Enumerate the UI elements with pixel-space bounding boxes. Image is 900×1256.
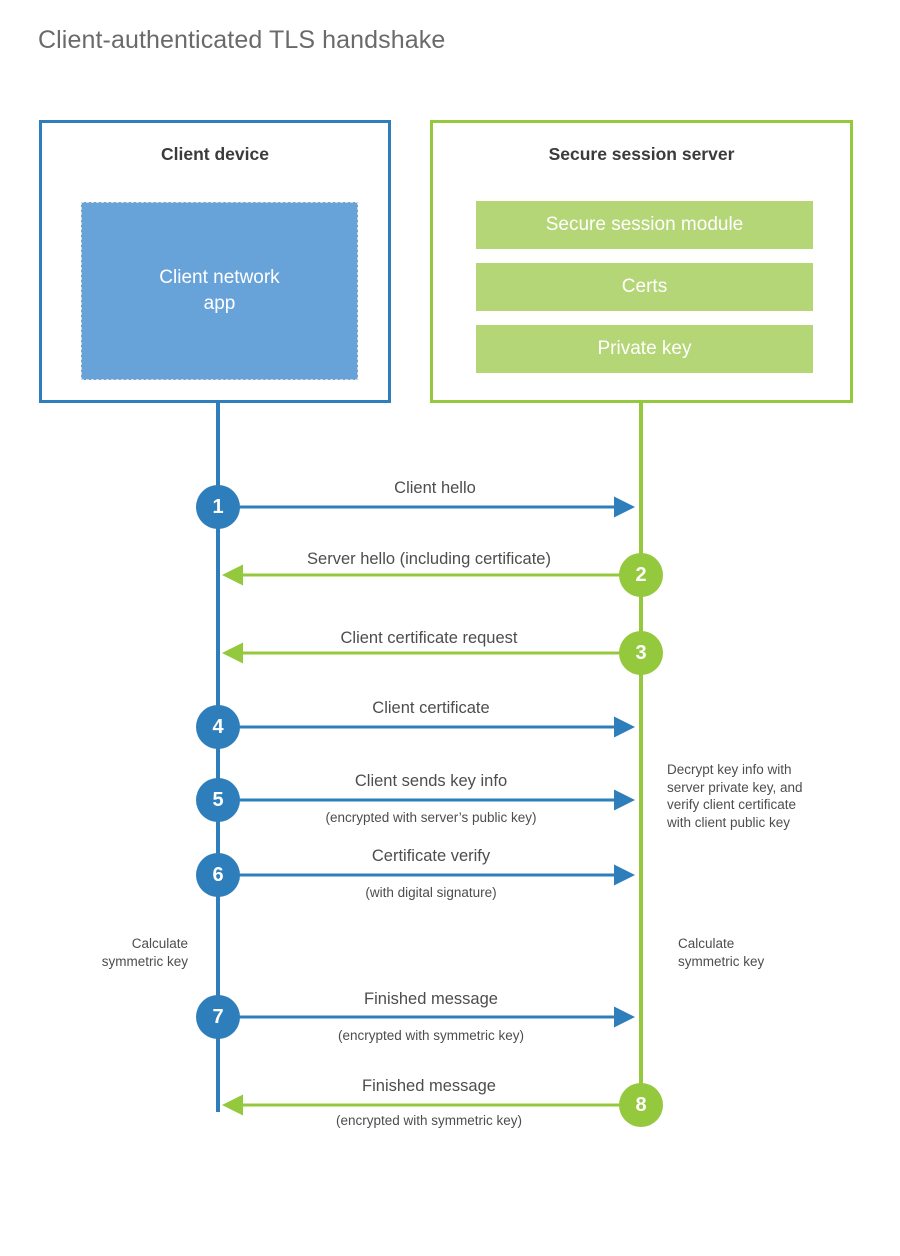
message-label-4: Client certificate — [372, 699, 490, 717]
server-lifeline — [639, 403, 643, 1106]
page-title: Client-authenticated TLS handshake — [38, 26, 446, 54]
step-badge-1[interactable]: 1 — [196, 485, 240, 529]
client-device-box: Client device Client network app — [39, 120, 391, 403]
step-badge-4[interactable]: 4 — [196, 705, 240, 749]
server-component-certs: Certs — [476, 263, 813, 311]
message-sublabel-8: (encrypted with symmetric key) — [335, 1113, 523, 1128]
message-label-2: Server hello (including certificate) — [307, 550, 551, 568]
note-decrypt-key-info: Decrypt key info with server private key… — [667, 762, 803, 830]
message-sublabel-6: (with digital signature) — [365, 885, 497, 900]
server-component-secure-session-module: Secure session module — [476, 201, 813, 249]
server-component-private-key: Private key — [476, 325, 813, 373]
message-label-7: Finished message — [364, 990, 498, 1008]
message-label-8: Finished message — [362, 1077, 496, 1095]
secure-session-server-box: Secure session server Secure session mod… — [430, 120, 853, 403]
step-badge-5[interactable]: 5 — [196, 778, 240, 822]
note-calculate-symmetric-key-server: Calculate symmetric key — [678, 936, 765, 969]
message-sublabel-7: (encrypted with symmetric key) — [337, 1028, 525, 1043]
client-lifeline — [216, 403, 220, 1112]
step-badge-8[interactable]: 8 — [619, 1083, 663, 1127]
message-label-1: Client hello — [394, 479, 476, 497]
client-device-title: Client device — [161, 144, 269, 164]
message-label-5: Client sends key info — [354, 772, 508, 790]
step-badge-6[interactable]: 6 — [196, 853, 240, 897]
client-network-app-label: Client network app — [159, 267, 280, 314]
client-network-app-block: Client network app — [81, 202, 358, 380]
step-badge-2[interactable]: 2 — [619, 553, 663, 597]
message-label-6: Certificate verify — [371, 847, 491, 865]
secure-session-server-title: Secure session server — [548, 144, 735, 164]
step-badge-3[interactable]: 3 — [619, 631, 663, 675]
note-calculate-symmetric-key-client: Calculate symmetric key — [101, 936, 188, 969]
message-sublabel-5: (encrypted with server’s public key) — [325, 810, 537, 825]
step-badge-7[interactable]: 7 — [196, 995, 240, 1039]
message-label-3: Client certificate request — [340, 629, 518, 647]
